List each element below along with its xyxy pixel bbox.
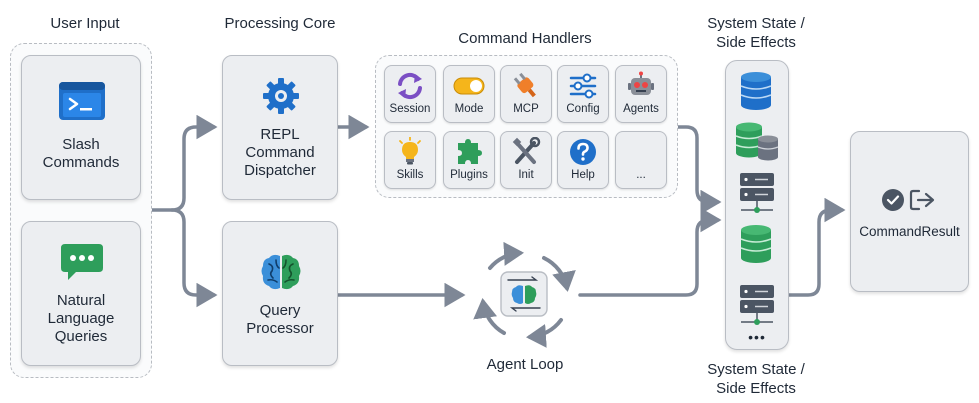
refresh-icon: [398, 72, 422, 100]
plug-icon: [513, 72, 536, 98]
database-cluster-icon: [735, 122, 779, 161]
section-title-processing-core: Processing Core: [224, 15, 336, 32]
export-arrow-icon: [909, 189, 935, 211]
database-icon: [740, 225, 772, 263]
handler-mode[interactable]: Mode: [443, 65, 495, 123]
handler-config[interactable]: Config: [557, 65, 609, 123]
handler-label: Skills: [396, 169, 424, 181]
help-icon: [570, 139, 596, 165]
arrow-loop-to-state: [578, 207, 722, 297]
agent-loop-label: Agent Loop: [486, 356, 564, 373]
handler-init[interactable]: Init: [500, 131, 552, 189]
brain-icon: [261, 254, 301, 290]
section-title-system-state-top: System State /Side Effects: [707, 15, 805, 51]
server-icon: [740, 285, 774, 325]
arrow-input-to-repl: [150, 114, 218, 212]
agent-loop-cycle: [473, 241, 576, 348]
command-result-label: CommandResult: [859, 224, 960, 239]
toggle-icon: [453, 77, 485, 95]
more-state-indicator: •••: [748, 329, 766, 345]
robot-icon: [628, 71, 654, 95]
brain-icon: [511, 285, 537, 304]
handler-mcp[interactable]: MCP: [500, 65, 552, 123]
handler-label: Agents: [623, 103, 659, 115]
section-title-user-input: User Input: [50, 15, 120, 32]
handler-label: Mode: [454, 103, 484, 115]
handler-plugins[interactable]: Plugins: [443, 131, 495, 189]
server-icon: [740, 173, 774, 213]
handler-session[interactable]: Session: [384, 65, 436, 123]
chat-bubble-icon: [61, 244, 103, 280]
terminal-icon: [59, 82, 105, 120]
handler-label: MCP: [513, 103, 539, 115]
handler-skills[interactable]: Skills: [384, 131, 436, 189]
system-state-column: •••: [725, 60, 789, 350]
puzzle-icon: [458, 139, 482, 164]
handler-label: Config: [566, 103, 600, 115]
handler-label: Init: [518, 169, 534, 181]
section-title-system-state-bottom: System State /Side Effects: [707, 361, 805, 397]
tools-icon: [512, 137, 541, 164]
check-circle-icon: [882, 189, 904, 211]
arrow-handlers-to-state: [675, 125, 722, 215]
lightbulb-icon: [399, 137, 421, 165]
arrow-state-to-result: [787, 197, 846, 297]
handler-label: Session: [389, 103, 431, 115]
handler-label: Help: [571, 169, 595, 181]
handler-help[interactable]: Help: [557, 131, 609, 189]
gear-icon: [263, 78, 299, 114]
handler-label: Plugins: [450, 169, 488, 181]
sliders-icon: [569, 73, 597, 99]
arrow-input-to-query: [170, 208, 218, 308]
handler-agents[interactable]: Agents: [615, 65, 667, 123]
handler-more[interactable]: ...: [615, 131, 667, 189]
section-title-command-handlers: Command Handlers: [458, 30, 592, 47]
command-result-card[interactable]: CommandResult: [850, 131, 969, 292]
database-icon: [740, 72, 772, 110]
more-icon: ...: [636, 169, 646, 181]
